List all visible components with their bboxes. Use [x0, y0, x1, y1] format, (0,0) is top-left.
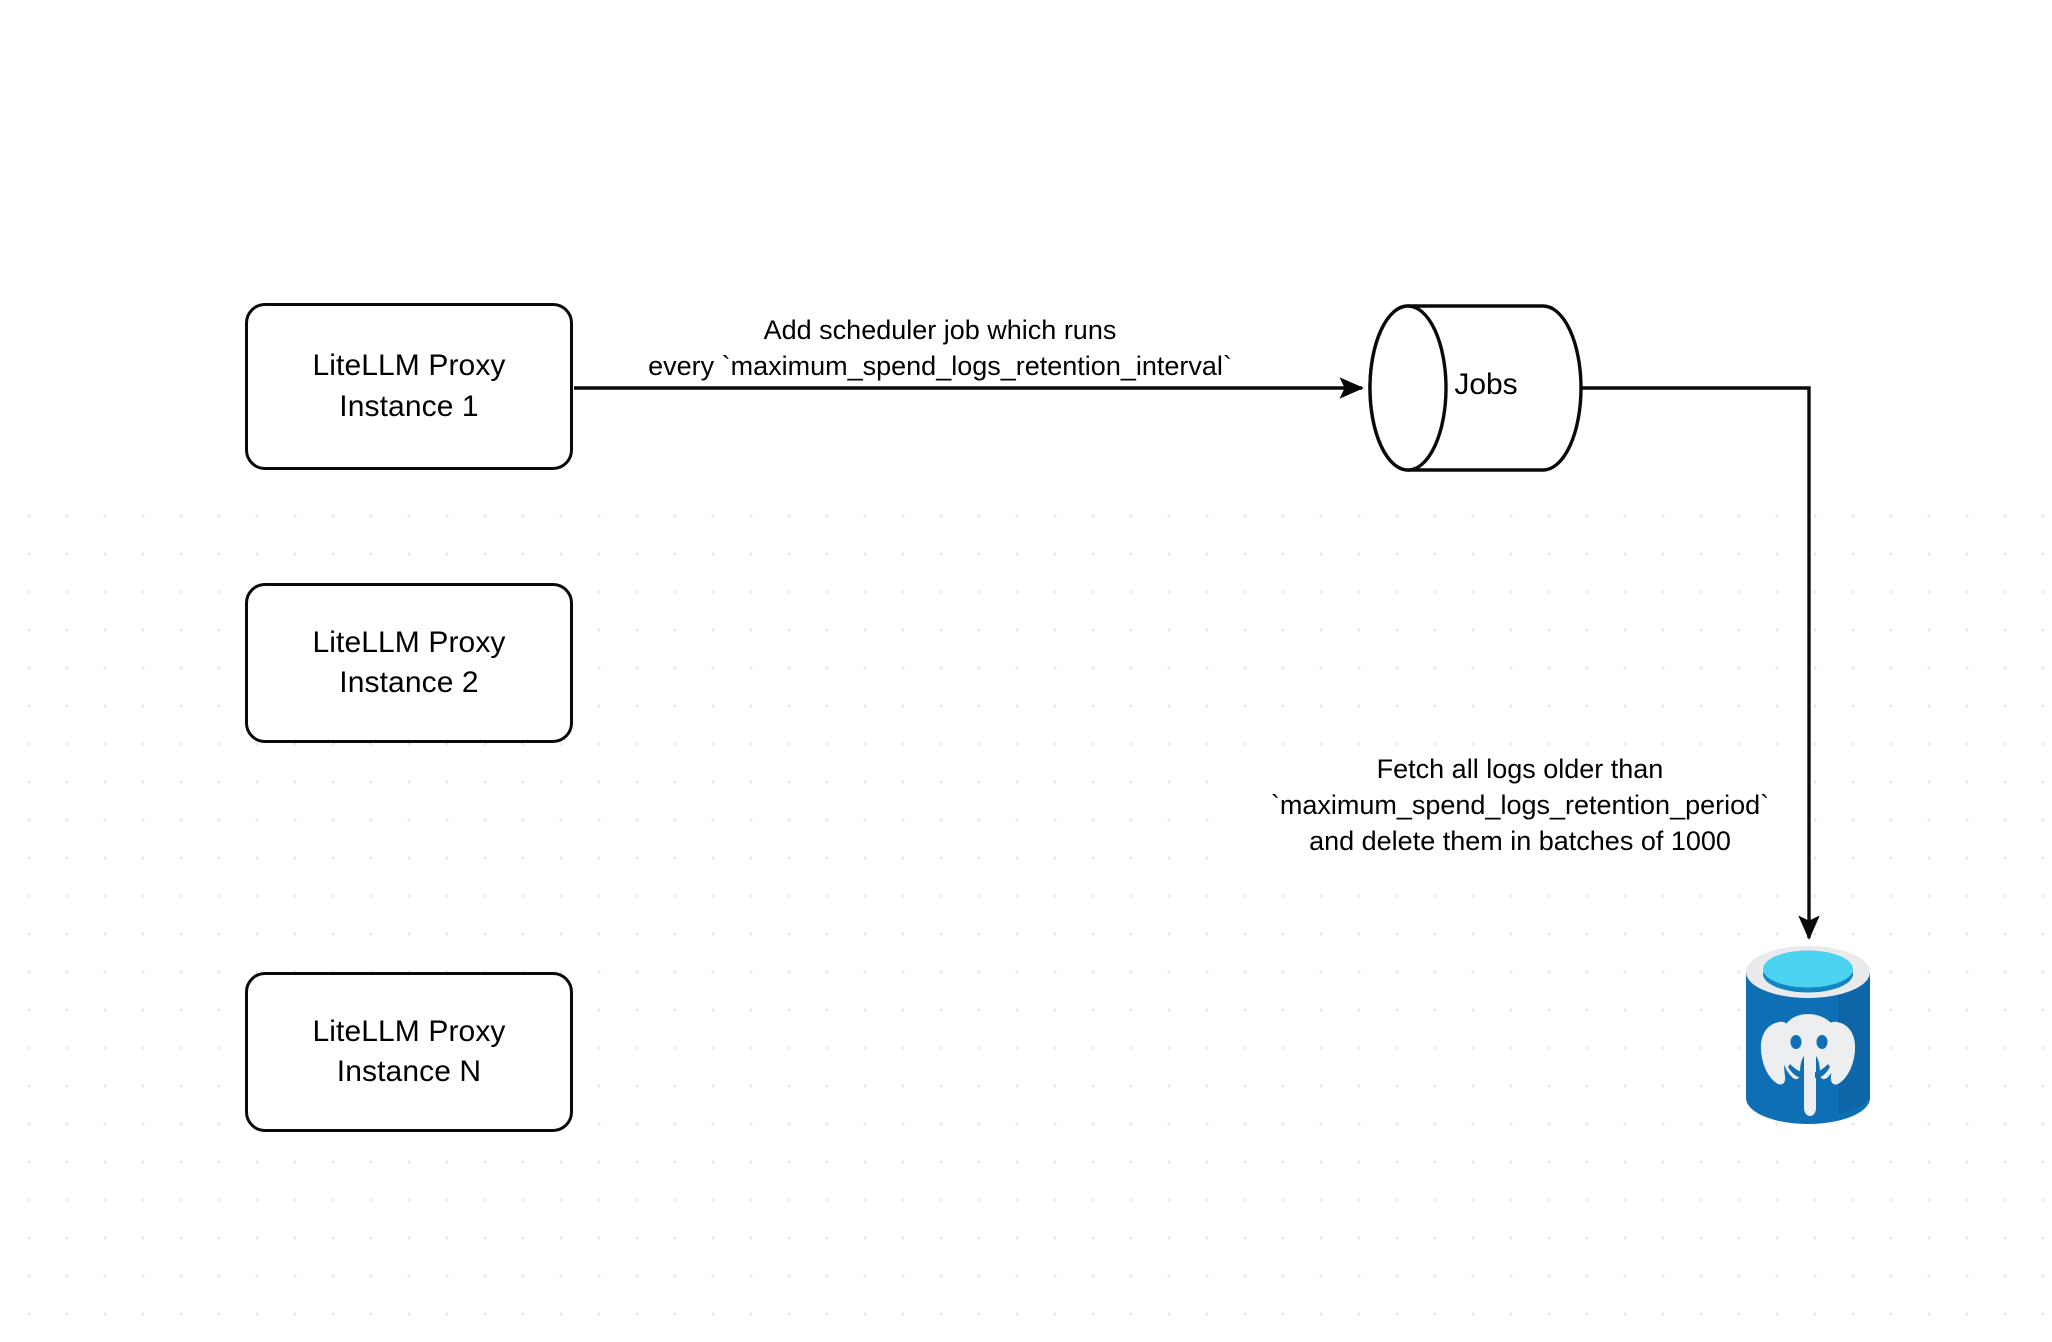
node-label-line-1: LiteLLM Proxy — [312, 625, 506, 659]
edge-label-line-3: and delete them in batches of 1000 — [1240, 823, 1800, 860]
node-litellm-proxy-instance-2[interactable]: LiteLLM Proxy Instance 2 — [245, 583, 573, 743]
edge-label-line-2: every `maximum_spend_logs_retention_inte… — [600, 348, 1280, 385]
node-label-line-2: Instance 1 — [339, 389, 479, 423]
jobs-cylinder-shape[interactable] — [1368, 304, 1583, 472]
node-litellm-proxy-instance-1[interactable]: LiteLLM Proxy Instance 1 — [245, 303, 573, 470]
elephant-detail-lines — [1788, 1064, 1830, 1078]
edge-label-line-1: Add scheduler job which runs — [600, 313, 1280, 349]
node-label-line-2: Instance 2 — [339, 666, 479, 699]
node-label-jobs: Jobs — [1454, 368, 1518, 401]
edge-jobs-to-postgres[interactable] — [1581, 386, 1820, 940]
node-label-line-1: LiteLLM Proxy — [312, 349, 506, 382]
node-label-line-2: Instance N — [336, 1055, 482, 1088]
postgres-database-icon[interactable] — [1738, 938, 1878, 1134]
edge-label-line-1: Fetch all logs older than — [1240, 752, 1800, 788]
edge-label-add-scheduler-job: Add scheduler job which runs every `maxi… — [600, 313, 1280, 385]
edge-label-fetch-and-delete-logs: Fetch all logs older than `maximum_spend… — [1240, 752, 1800, 860]
edge-label-line-2: `maximum_spend_logs_retention_period` — [1240, 787, 1800, 824]
node-litellm-proxy-instance-n[interactable]: LiteLLM Proxy Instance N — [245, 972, 573, 1132]
elephant-eyes — [1790, 1035, 1828, 1049]
node-label-line-1: LiteLLM Proxy — [312, 1014, 506, 1048]
